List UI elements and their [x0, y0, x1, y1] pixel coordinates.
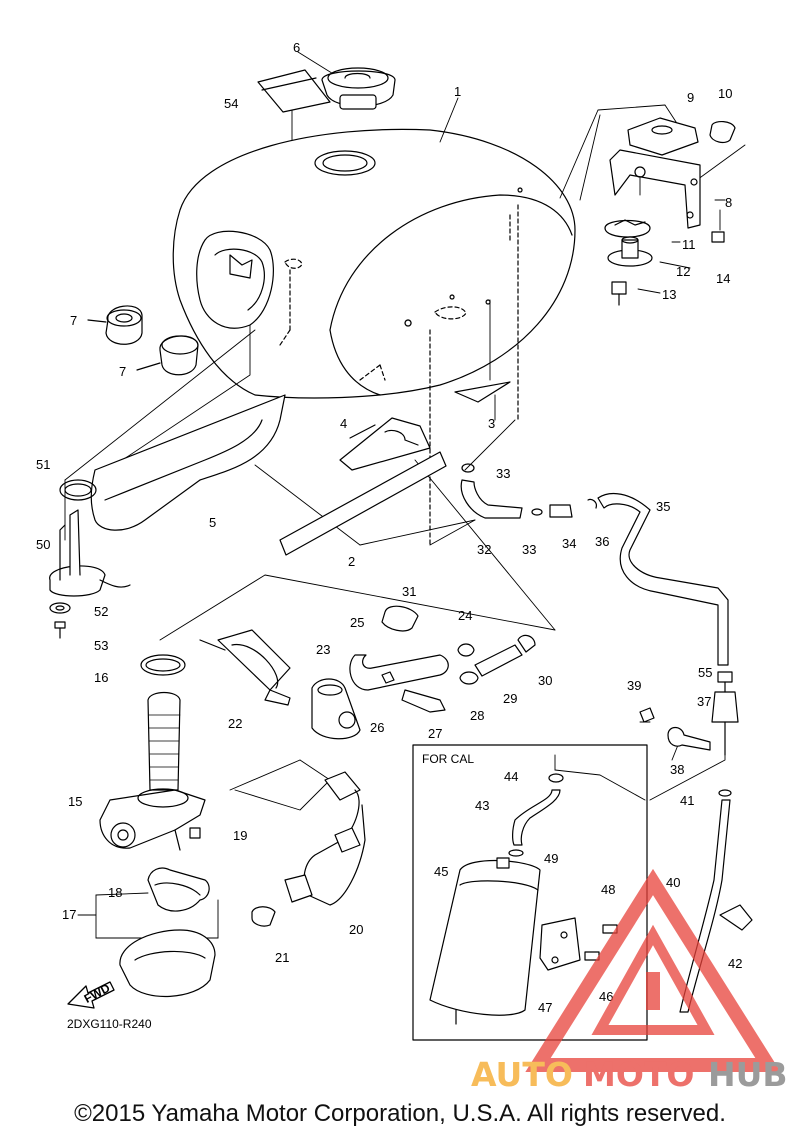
inset-title: FOR CAL: [422, 752, 474, 766]
part-label-24: 24: [458, 608, 472, 623]
part-label-32: 32: [477, 542, 491, 557]
part-label-33a: 33: [496, 466, 510, 481]
watermark-text-auto: AUTO: [471, 1055, 573, 1094]
small-plate-part: [454, 381, 511, 403]
part-label-48: 48: [601, 882, 615, 897]
part-label-31: 31: [402, 584, 416, 599]
fuel-tank-part: [172, 128, 576, 546]
part-label-28: 28: [470, 708, 484, 723]
part-label-52: 52: [94, 604, 108, 619]
fuel-cock-part: [99, 654, 206, 851]
vent-hose-part: [460, 463, 729, 666]
part-label-22: 22: [228, 716, 242, 731]
drawing-code: 2DXG110-R240: [67, 1017, 152, 1031]
part-label-13: 13: [662, 287, 676, 302]
watermark-logo: AUTO MOTO HUB: [471, 868, 788, 1094]
part-label-50: 50: [36, 537, 50, 552]
part-label-40: 40: [666, 875, 680, 890]
copyright-notice: ©2015 Yamaha Motor Corporation, U.S.A. A…: [74, 1100, 726, 1127]
fwd-arrow-icon: [67, 981, 115, 1009]
part-label-1: 1: [454, 84, 461, 99]
warning-triangle-icon: [525, 868, 781, 1072]
part-label-2: 2: [348, 554, 355, 569]
part-label-49: 49: [544, 851, 558, 866]
part-label-38: 38: [670, 762, 684, 777]
part-label-47: 47: [538, 1000, 552, 1015]
part-label-45: 45: [434, 864, 448, 879]
part-label-21: 21: [275, 950, 289, 965]
part-label-17: 17: [62, 907, 76, 922]
part-label-55: 55: [698, 665, 712, 680]
part-label-42: 42: [728, 956, 742, 971]
part-label-23: 23: [316, 642, 330, 657]
for-cal-inset: [412, 744, 648, 1041]
part-number-labels: 1 2 3 4 5 6 7 7 8 9 10 11 12 13 14 15 16…: [36, 40, 742, 1015]
fuel-filter-part: [199, 629, 291, 706]
part-label-35: 35: [656, 499, 670, 514]
part-label-53: 53: [94, 638, 108, 653]
fuel-sender-part: [49, 479, 131, 639]
part-label-14: 14: [716, 271, 730, 286]
side-cover-part: [90, 394, 286, 531]
part-label-7a: 7: [70, 313, 77, 328]
part-label-15: 15: [68, 794, 82, 809]
fuel-pump-part: [311, 678, 361, 740]
label-sheet-part: [257, 69, 331, 113]
part-label-3: 3: [488, 416, 495, 431]
part-label-18: 18: [108, 885, 122, 900]
part-label-43: 43: [475, 798, 489, 813]
strip-part: [279, 451, 447, 556]
part-label-4: 4: [340, 416, 347, 431]
part-label-9: 9: [687, 90, 694, 105]
watermark-text-hub: HUB: [708, 1055, 788, 1094]
breather-line-part: [639, 671, 753, 1013]
part-label-29: 29: [503, 691, 517, 706]
part-label-6: 6: [293, 40, 300, 55]
part-label-8: 8: [725, 195, 732, 210]
cock-cover-part: [119, 867, 216, 997]
part-label-12: 12: [676, 264, 690, 279]
part-label-5: 5: [209, 515, 216, 530]
part-label-39: 39: [627, 678, 641, 693]
part-label-36: 36: [595, 534, 609, 549]
watermark-text-moto: MOTO: [583, 1055, 694, 1094]
part-label-30: 30: [538, 673, 552, 688]
fuel-cap-part: [321, 67, 396, 110]
part-label-46: 46: [599, 989, 613, 1004]
part-label-34: 34: [562, 536, 576, 551]
part-label-26: 26: [370, 720, 384, 735]
part-label-41: 41: [680, 793, 694, 808]
part-label-19: 19: [233, 828, 247, 843]
part-label-10: 10: [718, 86, 732, 101]
part-label-16: 16: [94, 670, 108, 685]
part-label-20: 20: [349, 922, 363, 937]
plate-part: [339, 417, 431, 471]
part-label-27: 27: [428, 726, 442, 741]
part-label-33b: 33: [522, 542, 536, 557]
bracket-assembly-part: [604, 117, 736, 306]
harness-part: [251, 771, 366, 927]
part-label-51: 51: [36, 457, 50, 472]
part-label-25: 25: [350, 615, 364, 630]
part-label-44: 44: [504, 769, 518, 784]
part-label-7b: 7: [119, 364, 126, 379]
part-label-54: 54: [224, 96, 238, 111]
part-label-37: 37: [697, 694, 711, 709]
part-label-11: 11: [682, 237, 696, 252]
fuel-hose-part: [349, 605, 536, 713]
grommet-cap-part: [87, 305, 199, 376]
